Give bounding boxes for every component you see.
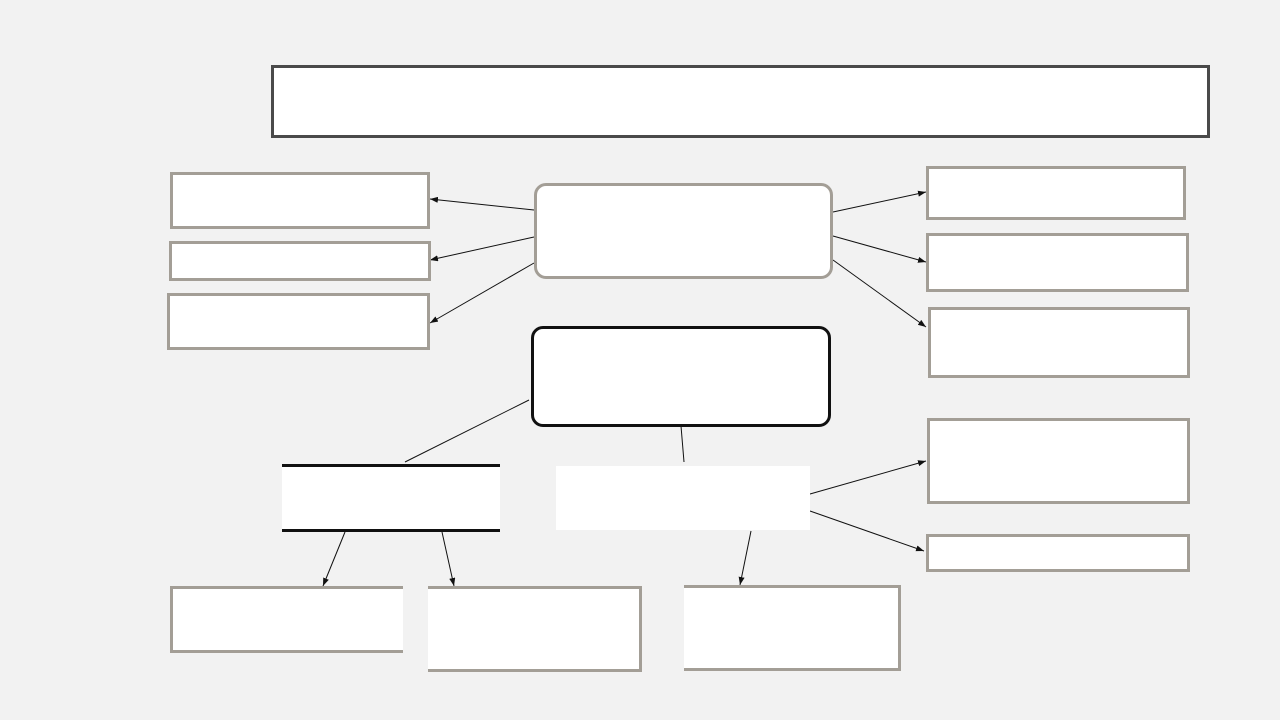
sub-center-node — [531, 326, 831, 427]
left-output-box-3 — [167, 293, 430, 350]
arrow-branch-right-to-output-2 — [809, 510, 925, 552]
arrow-center-to-left-3 — [429, 262, 535, 324]
bottom-box-3 — [684, 585, 901, 671]
branch-right-output-box-1 — [927, 418, 1190, 504]
arrow-branch-left-to-bottom-1 — [322, 531, 346, 587]
bottom-box-2 — [428, 586, 642, 672]
arrow-center-to-left-1 — [429, 196, 535, 211]
title-box — [271, 65, 1210, 138]
arrow-branch-left-to-bottom-2 — [441, 531, 456, 587]
branch-right-box — [556, 466, 810, 530]
branch-left-box — [282, 464, 500, 532]
bottom-box-1 — [170, 586, 403, 653]
arrow-center-to-right-3 — [832, 259, 927, 328]
right-output-box-3 — [928, 307, 1190, 378]
arrow-center-to-right-1 — [832, 190, 927, 213]
left-output-box-1 — [170, 172, 430, 229]
line-sub-center-to-branch-left — [404, 399, 530, 463]
arrow-center-to-left-2 — [429, 236, 535, 262]
line-sub-center-to-branch-right — [680, 425, 685, 463]
right-output-box-1 — [926, 166, 1186, 220]
left-output-box-2 — [169, 241, 431, 281]
arrow-branch-right-to-bottom-3 — [738, 530, 752, 586]
center-node — [534, 183, 833, 279]
arrow-center-to-right-2 — [832, 235, 927, 263]
branch-right-output-box-2 — [926, 534, 1190, 572]
arrow-branch-right-to-output-1 — [809, 460, 927, 495]
right-output-box-2 — [926, 233, 1189, 292]
